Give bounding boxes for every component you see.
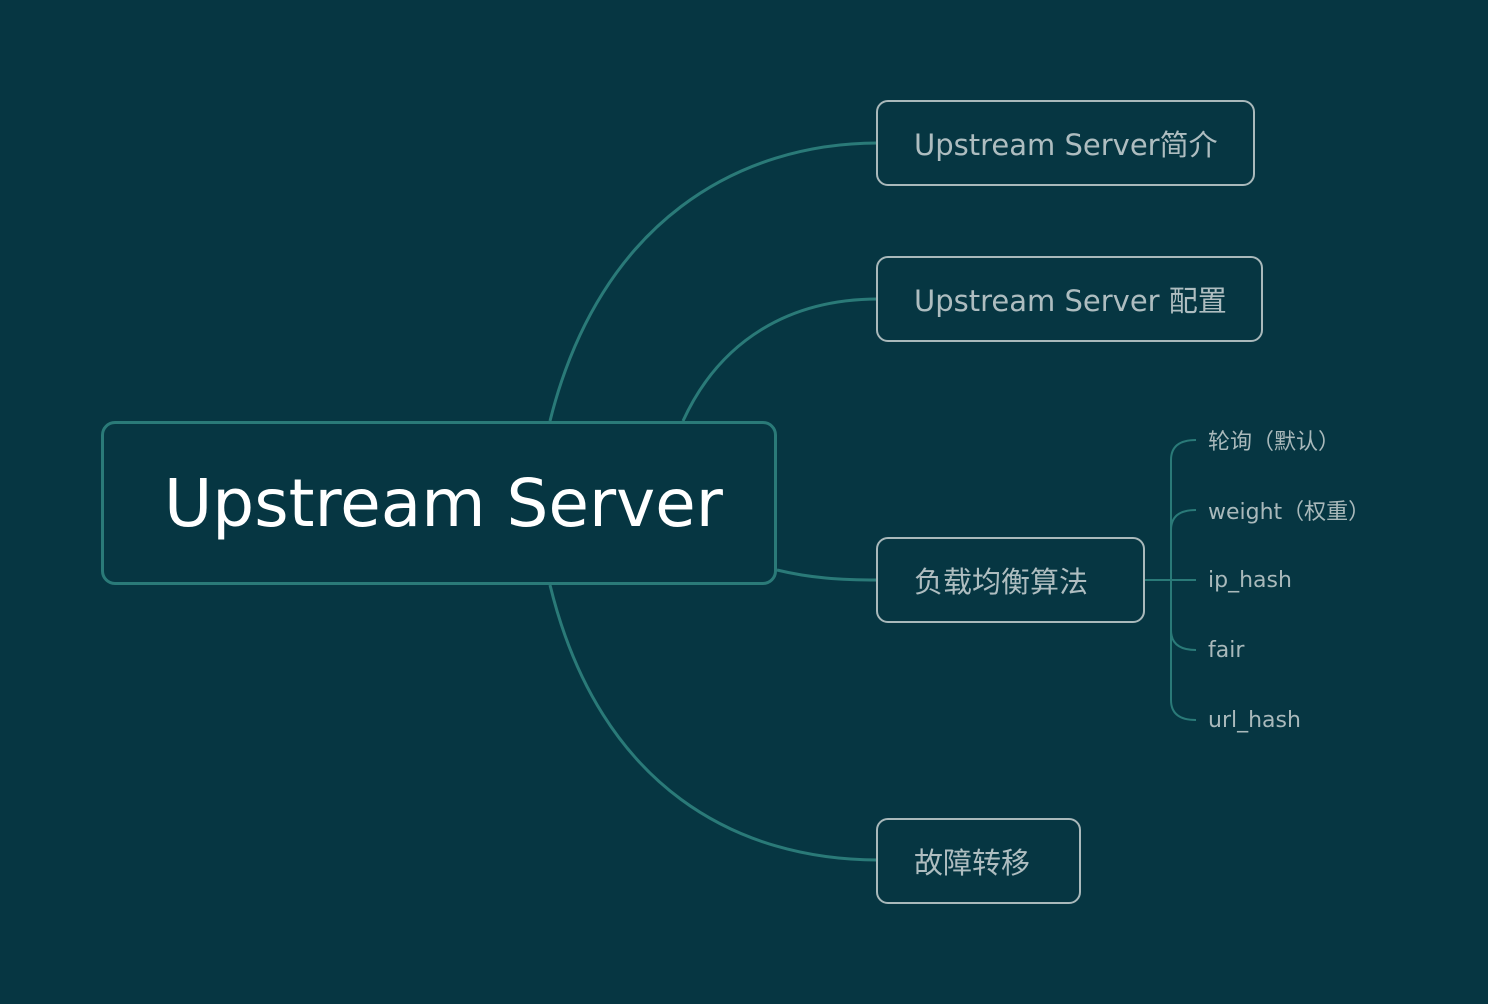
leaf-node-round-robin[interactable]: 轮询（默认） [1208,423,1340,457]
connector-root-config [681,297,879,422]
branch-node-failover[interactable]: 故障转移 [876,818,1081,904]
leaf-label: 轮询（默认） [1208,430,1341,455]
leaf-node-fair[interactable]: fair [1208,633,1244,667]
root-label: Upstream Server [164,464,723,542]
branch-label: 故障转移 [914,846,1031,880]
leaf-node-weight[interactable]: weight（权重） [1208,493,1370,527]
connector-root-failover [548,584,879,862]
connector-lb-child-4 [1170,629,1197,651]
root-node[interactable]: Upstream Server [101,421,777,585]
connector-lb-spine [1170,439,1197,721]
connector-root-intro [548,141,879,422]
branch-node-intro[interactable]: Upstream Server简介 [876,100,1255,186]
leaf-label: fair [1208,637,1245,663]
branch-label: Upstream Server简介 [914,128,1218,162]
branch-node-config[interactable]: Upstream Server 配置 [876,256,1263,342]
connector-root-lb [776,568,879,582]
leaf-label: url_hash [1208,707,1301,733]
leaf-label: ip_hash [1208,567,1292,593]
branch-node-load-balancing[interactable]: 负载均衡算法 [876,537,1145,623]
leaf-node-url-hash[interactable]: url_hash [1208,703,1301,737]
connector-lb-child-2 [1170,509,1197,531]
branch-label: Upstream Server 配置 [914,284,1227,318]
leaf-label: weight（权重） [1208,500,1371,525]
leaf-node-ip-hash[interactable]: ip_hash [1208,563,1292,597]
branch-label: 负载均衡算法 [914,565,1089,599]
